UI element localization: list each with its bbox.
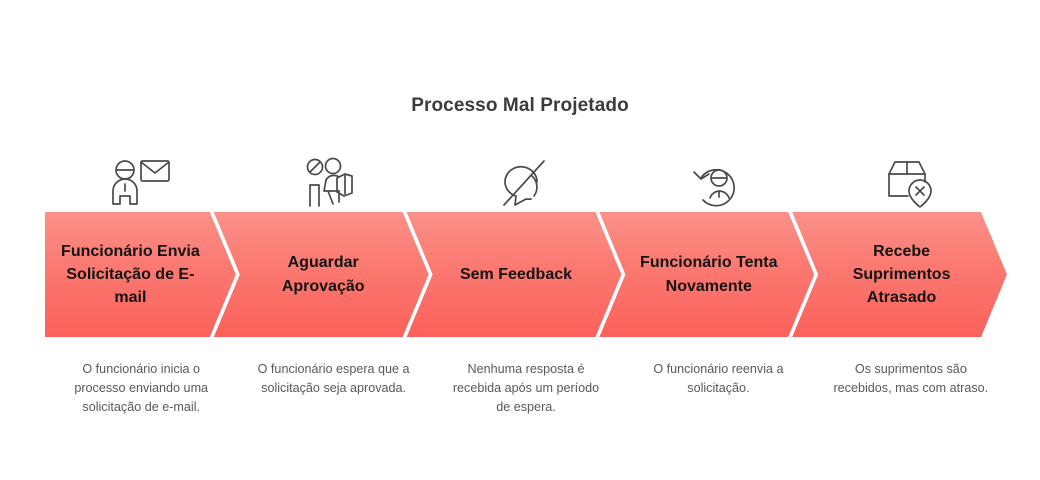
process-step-1-caption: O funcionário inicia o processo enviando… <box>74 362 209 415</box>
process-step-5-caption: Os suprimentos são recebidos, mas com at… <box>833 362 989 396</box>
caption-row: O funcionário inicia o processo enviando… <box>45 360 1007 417</box>
process-step-1[interactable]: Funcionário Envia Solicitação de E-mail <box>45 212 236 337</box>
process-step-4-caption: O funcionário reenvia a solicitação. <box>653 362 784 396</box>
process-step-2-label: Aguardar Aprovação <box>281 254 365 295</box>
step-caption-cell-3: Nenhuma resposta é recebida após um perí… <box>430 360 622 417</box>
process-step-5-label: Recebe Suprimentos Atrasado <box>852 242 951 307</box>
icon-row <box>45 146 1007 208</box>
process-step-3-caption: Nenhuma resposta é recebida após um perí… <box>452 362 600 415</box>
step-icon-cell-3 <box>430 146 622 208</box>
retry-person-icon <box>691 158 745 208</box>
process-step-3[interactable]: Sem Feedback <box>407 212 622 337</box>
step-caption-cell-5: Os suprimentos são recebidos, mas com at… <box>815 360 1007 417</box>
step-caption-cell-4: O funcionário reenvia a solicitação. <box>622 360 814 417</box>
step-icon-cell-4 <box>622 146 814 208</box>
process-step-2-caption: O funcionário espera que a solicitação s… <box>257 362 410 396</box>
step-icon-cell-1 <box>45 146 237 208</box>
step-caption-cell-1: O funcionário inicia o processo enviando… <box>45 360 237 417</box>
person-with-email-icon <box>110 158 172 208</box>
step-caption-cell-2: O funcionário espera que a solicitação s… <box>237 360 429 417</box>
process-step-5[interactable]: Recebe Suprimentos Atrasado <box>792 212 1007 337</box>
delayed-package-icon <box>884 158 938 208</box>
step-icon-cell-5 <box>815 146 1007 208</box>
no-feedback-speech-bubble-icon <box>499 158 553 208</box>
page-title: Processo Mal Projetado <box>411 95 629 116</box>
step-icon-cell-2 <box>237 146 429 208</box>
waiting-person-icon <box>306 157 362 208</box>
process-step-1-label: Funcionário Envia Solicitação de E-mail <box>61 242 200 307</box>
process-step-3-label: Sem Feedback <box>459 265 573 283</box>
process-step-4-label: Funcionário Tenta Novamente <box>640 254 778 295</box>
process-step-2[interactable]: Aguardar Aprovação <box>214 212 429 337</box>
process-step-4[interactable]: Funcionário Tenta Novamente <box>599 212 814 337</box>
process-chevron-band: Funcionário Envia Solicitação de E-mail … <box>45 212 1007 337</box>
